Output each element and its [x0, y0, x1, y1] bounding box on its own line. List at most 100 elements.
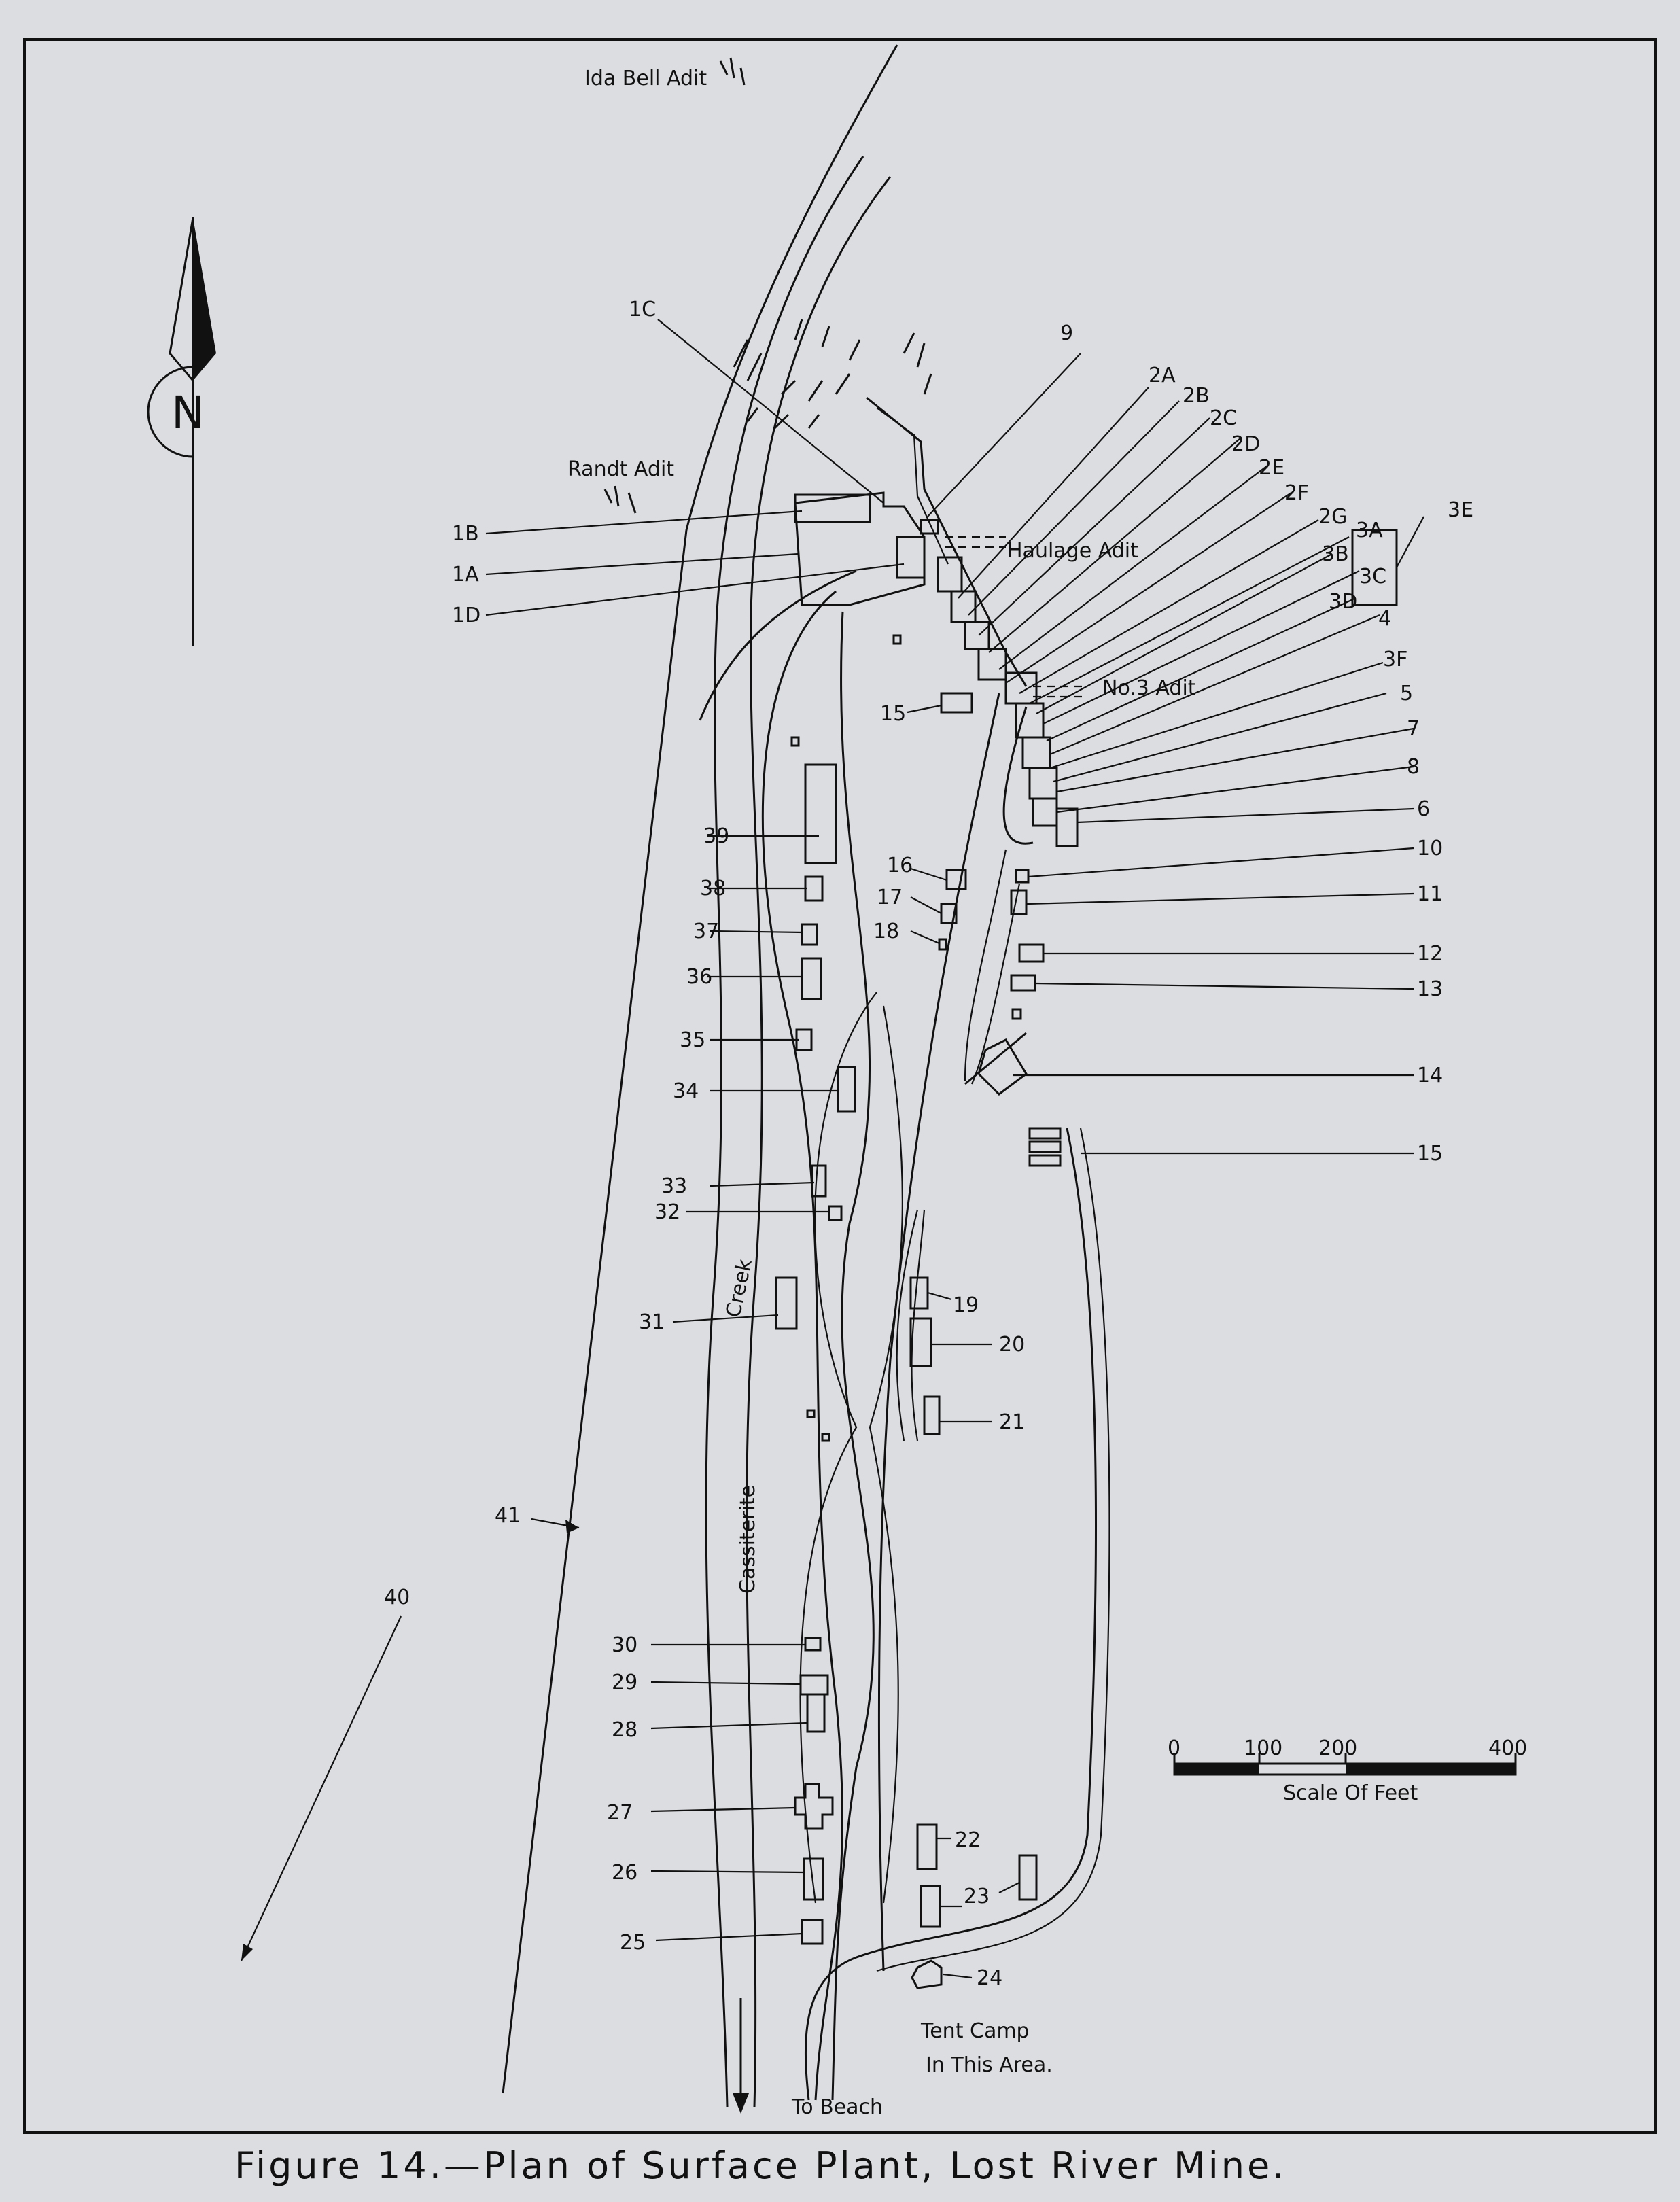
num-17: 17	[877, 886, 903, 909]
building-33	[811, 1164, 827, 1198]
num-8: 8	[1407, 755, 1420, 779]
main-road-east	[831, 611, 875, 2101]
building-15a	[940, 692, 973, 714]
num-11: 11	[1417, 882, 1443, 906]
road-1480	[970, 883, 1021, 1085]
num-35: 35	[680, 1028, 705, 1052]
num-13: 13	[1417, 977, 1443, 1001]
num-25: 25	[620, 1931, 646, 1955]
building-28	[806, 1693, 826, 1733]
num-32: 32	[654, 1200, 680, 1224]
mine-dump-hachures	[603, 57, 932, 514]
label-tent-camp: Tent Camp	[920, 2019, 1030, 2043]
num-15b: 15	[1417, 1142, 1443, 1166]
small-buildings	[775, 634, 1062, 1989]
num-3f: 3F	[1383, 648, 1407, 671]
num-2b: 2B	[1183, 384, 1210, 408]
inner-road-2	[869, 1005, 903, 1904]
num-3a: 3A	[1356, 519, 1383, 542]
num-2d: 2D	[1231, 432, 1260, 456]
building-32	[828, 1205, 843, 1221]
map-frame	[23, 38, 1657, 2134]
num-39: 39	[703, 824, 729, 848]
building-24	[911, 1959, 943, 1989]
num-10: 10	[1417, 837, 1443, 860]
building-1b	[794, 493, 871, 523]
road-1350-west	[896, 1209, 919, 1441]
label-to-beach: To Beach	[791, 2095, 883, 2119]
num-38: 38	[700, 877, 726, 901]
num-23: 23	[964, 1885, 990, 1908]
creek-bank-west	[705, 156, 864, 2108]
scale-tick-400: 400	[1488, 1736, 1527, 1760]
creek-bank-east	[746, 176, 892, 2108]
label-haulage-adit: Haulage Adit	[1007, 539, 1138, 563]
num-9: 9	[1060, 321, 1073, 345]
label-randt-adit: Randt Adit	[567, 457, 674, 481]
num-15a: 15	[880, 702, 906, 726]
num-14: 14	[1417, 1064, 1443, 1087]
building-21	[923, 1395, 941, 1435]
num-37: 37	[693, 920, 719, 943]
figure-caption: Figure 14.—Plan of Surface Plant, Lost R…	[234, 2144, 1287, 2187]
num-3c: 3C	[1359, 565, 1386, 589]
building-27	[794, 1783, 834, 1830]
num-1b: 1B	[452, 522, 479, 546]
leader-lines	[241, 319, 1424, 1979]
num-40: 40	[384, 1586, 410, 1609]
haulage-adit-tunnel	[866, 396, 1028, 687]
num-3b: 3B	[1322, 542, 1349, 566]
main-road-west	[761, 590, 843, 2101]
num-31: 31	[639, 1310, 665, 1334]
building-20	[909, 1317, 932, 1367]
num-16: 16	[887, 854, 913, 877]
building-36	[801, 957, 822, 1000]
north-label: N	[171, 387, 205, 439]
scale-bar: 0 100 200 400 Scale Of Feet	[1168, 1736, 1527, 1805]
num-2e: 2E	[1259, 456, 1284, 480]
num-22: 22	[955, 1828, 981, 1852]
num-1a: 1A	[452, 563, 479, 587]
east-road-2	[1002, 706, 1034, 845]
num-12: 12	[1417, 942, 1443, 966]
haulage-adit-tunnel-2	[876, 407, 949, 565]
building-31	[775, 1276, 798, 1330]
building-13	[1010, 974, 1036, 992]
num-30: 30	[612, 1633, 637, 1657]
road-to-1d	[699, 570, 857, 721]
label-ida-bell-adit: Ida Bell Adit	[584, 67, 707, 90]
num-2g: 2G	[1318, 505, 1347, 529]
building-15b-3	[1028, 1154, 1062, 1167]
scale-label: Scale Of Feet	[1283, 1781, 1418, 1805]
num-33: 33	[661, 1174, 687, 1198]
num-4: 4	[1378, 607, 1391, 631]
road-1360-north	[964, 849, 1007, 1081]
building-number-labels: 1C 1B 1A 1D 9 2A 2B 2C 2D 2E 2F 2G 3A 3B…	[384, 298, 1473, 1990]
scale-tick-100: 100	[1244, 1736, 1282, 1760]
num-19: 19	[953, 1293, 979, 1317]
road-1350-east	[911, 1209, 926, 1441]
loop-road-inner	[876, 1128, 1110, 1972]
num-6: 6	[1417, 797, 1430, 821]
num-18: 18	[873, 920, 899, 943]
num-3d: 3D	[1329, 590, 1357, 614]
building-34	[837, 1066, 856, 1113]
building-22	[916, 1823, 938, 1870]
num-28: 28	[612, 1718, 637, 1742]
num-20: 20	[999, 1333, 1025, 1357]
num-2c: 2C	[1210, 406, 1237, 430]
num-34: 34	[673, 1079, 699, 1103]
building-1d	[896, 536, 926, 579]
num-1d: 1D	[452, 604, 480, 627]
scale-tick-200: 200	[1318, 1736, 1357, 1760]
east-road	[877, 693, 1000, 1972]
num-3e: 3E	[1448, 498, 1473, 522]
building-25	[801, 1919, 824, 1945]
label-no3-adit: No.3 Adit	[1102, 676, 1196, 700]
inner-road-1	[799, 992, 877, 1904]
num-24: 24	[977, 1966, 1002, 1990]
num-2f: 2F	[1284, 481, 1309, 505]
north-arrow-icon: N	[147, 217, 216, 646]
num-41: 41	[495, 1504, 521, 1528]
